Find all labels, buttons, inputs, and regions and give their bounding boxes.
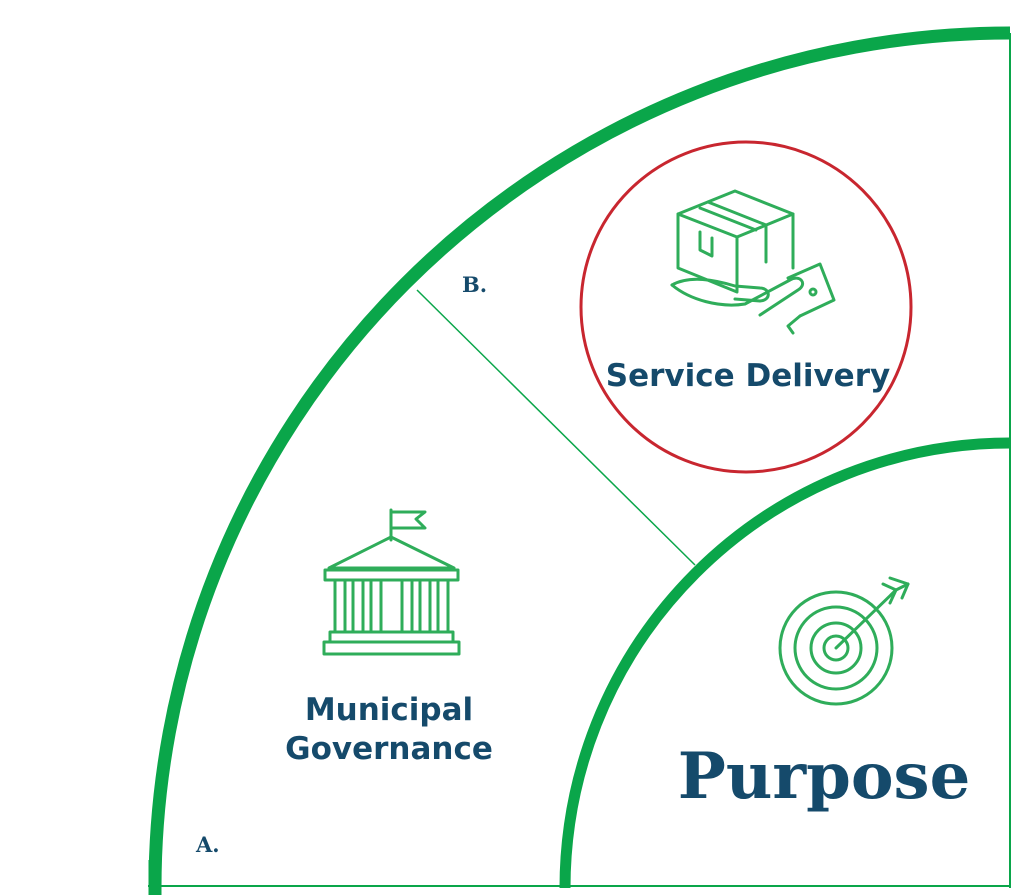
- municipal-governance-label-line-2: Governance: [285, 731, 493, 767]
- purpose-label: Purpose: [678, 739, 971, 814]
- segment-marker-a: A.: [195, 832, 220, 857]
- municipal-governance-label-line-1: Municipal: [305, 692, 473, 728]
- segment-marker-b: B.: [462, 272, 487, 297]
- service-delivery-label: Service Delivery: [606, 358, 890, 394]
- outer-ring-arc: [148, 26, 1011, 889]
- core-ring-arc: [559, 437, 1011, 889]
- highlight-circle: [579, 140, 913, 474]
- segment-divider-line: [416, 289, 696, 566]
- package-delivery-hand-icon: [670, 189, 836, 335]
- target-arrow-icon: [778, 576, 910, 706]
- government-building-icon: [322, 508, 461, 656]
